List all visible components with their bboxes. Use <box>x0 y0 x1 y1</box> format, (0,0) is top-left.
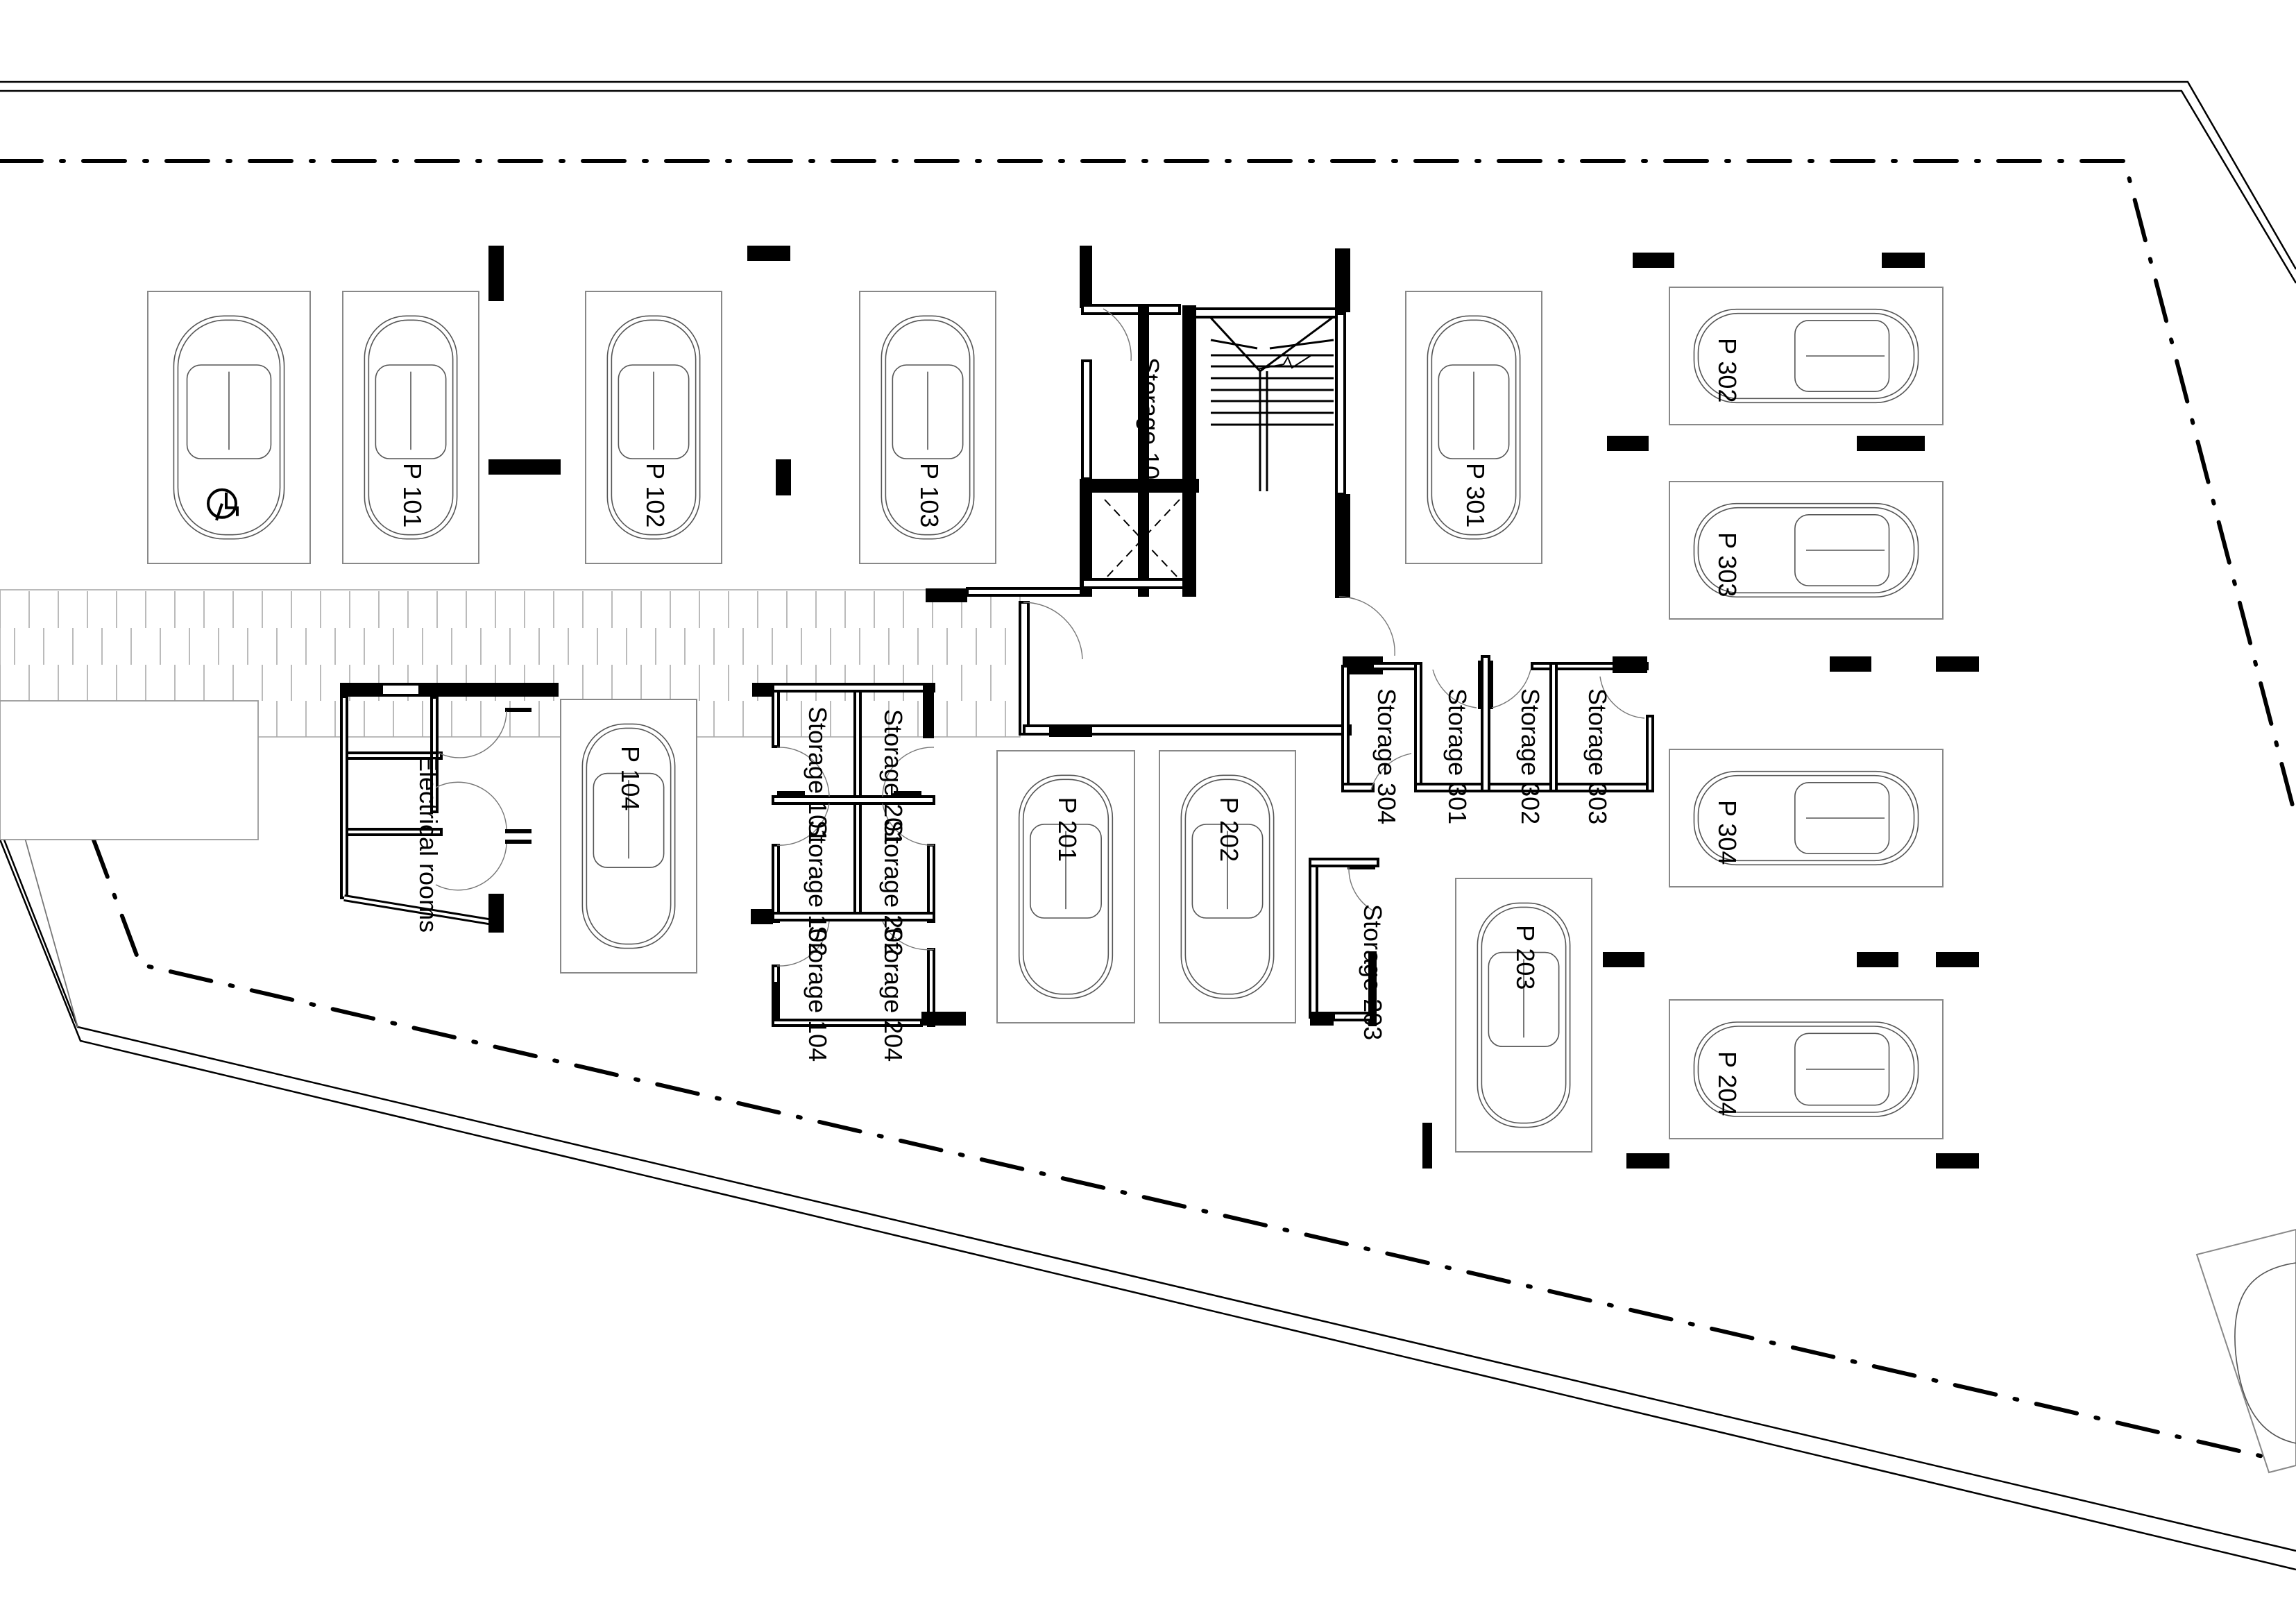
wheelchair-accessible-icon <box>207 488 239 521</box>
parking-space-p302: P 302 <box>1669 287 1944 425</box>
car-outline-icon <box>173 315 285 540</box>
car-outline-icon <box>1180 774 1275 999</box>
property-boundary <box>0 80 2296 1571</box>
driveway-paving <box>0 589 1021 840</box>
parking-label: P 103 <box>915 463 944 527</box>
parking-space-p303: P 303 <box>1669 481 1944 620</box>
parking-label: P 302 <box>1713 338 1742 402</box>
parking-bays: P 101 P 102 P 103 P 301 P 302 P 303 P 304 P 204… <box>147 287 1944 1153</box>
parking-label: P 301 <box>1461 463 1490 527</box>
parking-label: P 204 <box>1713 1051 1742 1116</box>
label-storage-304: Storage 304 <box>1372 688 1401 824</box>
label-storage-201: Storage 201 <box>879 709 908 845</box>
parking-label: P 304 <box>1713 800 1742 865</box>
storage-block-100-200 <box>751 683 966 1027</box>
label-storage-204: Storage 204 <box>879 926 908 1062</box>
parking-label: P 201 <box>1053 797 1082 862</box>
parking-space-p204: P 204 <box>1669 999 1944 1139</box>
label-storage-301: Storage 301 <box>1443 688 1472 824</box>
car-outline-icon <box>1693 770 1919 866</box>
storage-203-walls <box>1309 858 1379 1026</box>
parking-space-p304: P 304 <box>1669 749 1944 887</box>
parking-label: P 101 <box>398 463 427 527</box>
setback-line <box>0 159 2296 1466</box>
label-storage-303: Storage 303 <box>1583 688 1612 824</box>
parking-label: P 203 <box>1511 925 1540 989</box>
parking-label: P 104 <box>616 746 645 810</box>
label-electrical-rooms: Electrical rooms <box>414 755 443 933</box>
parking-space-p103: P 103 <box>859 291 996 564</box>
label-storage-103: Storage 103 <box>1136 357 1164 493</box>
label-storage-101: Storage 101 <box>803 706 832 842</box>
car-outline-icon <box>1018 774 1114 999</box>
car-outline-icon <box>1477 902 1571 1128</box>
parking-space-p101: P 101 <box>342 291 479 564</box>
car-outline-icon <box>1693 308 1919 404</box>
car-outline-icon <box>606 315 701 540</box>
electrical-rooms-walls <box>340 683 559 933</box>
room-labels: Storage 103 Electrical rooms Storage 101… <box>414 357 1612 1062</box>
car-outline-icon <box>1427 315 1521 540</box>
parking-space-p102: P 102 <box>585 291 722 564</box>
car-outline-icon <box>581 723 676 949</box>
building-core <box>926 246 1395 737</box>
parking-space-p104: P 104 <box>560 699 697 974</box>
parking-label: P 202 <box>1215 797 1243 862</box>
car-outline-icon <box>1693 502 1919 598</box>
parking-space-p203: P 203 <box>1455 878 1592 1153</box>
label-storage-203: Storage 203 <box>1359 904 1387 1040</box>
parking-space-p201: P 201 <box>996 750 1135 1023</box>
label-storage-202: Storage 202 <box>879 820 908 956</box>
label-storage-104: Storage 104 <box>803 926 832 1062</box>
parking-label: P 303 <box>1713 532 1742 597</box>
parking-space-hc <box>147 291 311 564</box>
storage-block-300 <box>1341 655 1654 792</box>
parking-space-p301: P 301 <box>1405 291 1542 564</box>
parking-label: P 102 <box>641 463 670 527</box>
car-outline-icon <box>881 315 975 540</box>
parking-space-p202: P 202 <box>1159 750 1296 1023</box>
structural-columns <box>488 246 1979 1169</box>
partial-parking-bay <box>2195 1228 2296 1474</box>
car-outline-icon <box>1693 1021 1919 1117</box>
label-storage-302: Storage 302 <box>1516 688 1545 824</box>
label-storage-102: Storage 102 <box>803 820 832 956</box>
car-outline-icon <box>364 315 458 540</box>
